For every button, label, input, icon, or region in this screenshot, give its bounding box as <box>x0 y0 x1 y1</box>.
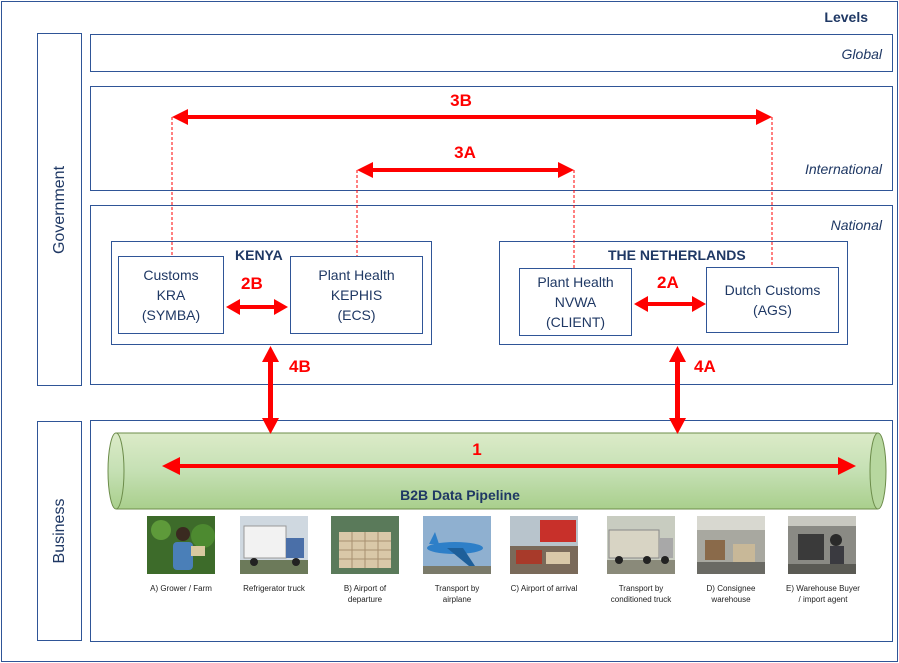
international-level-label: International <box>804 161 882 177</box>
pipeline-cylinder <box>107 432 887 510</box>
label-1: 1 <box>472 440 482 459</box>
label-4a: 4A <box>694 357 716 376</box>
arrow-2b <box>226 299 288 315</box>
label-2a: 2A <box>657 273 679 292</box>
levels-title: Levels <box>824 9 868 25</box>
kenya-plant-health-box: Plant Health KEPHIS (ECS) <box>290 256 423 334</box>
airport-arrival-photo <box>510 516 578 574</box>
arrow-3a <box>357 162 574 178</box>
arrow-2a <box>634 296 706 312</box>
refrigerator-truck-photo <box>240 516 308 574</box>
global-level-box: Global <box>90 34 893 72</box>
nl-plant-health-line3: (CLIENT) <box>545 314 606 330</box>
nl-plant-health-line1: Plant Health <box>537 274 614 290</box>
caption-grower-farm: A) Grower / Farm <box>150 584 212 593</box>
kenya-title: KENYA <box>235 247 283 263</box>
business-side-box: Business <box>37 421 82 641</box>
caption-airport-departure: B) Airport of departure <box>343 584 387 604</box>
label-3b: 3B <box>450 91 472 110</box>
government-side-box: Government <box>37 33 82 386</box>
caption-refrigerator-truck: Refrigerator truck <box>243 584 305 593</box>
caption-warehouse-buyer: E) Warehouse Buyer / import agent <box>786 584 860 604</box>
label-2b: 2B <box>241 274 263 293</box>
warehouse-buyer-photo <box>788 516 856 574</box>
airport-departure-photo <box>331 516 399 574</box>
airplane-photo <box>423 516 491 574</box>
arrow-4a <box>669 346 686 434</box>
kenya-customs-line1: Customs <box>143 267 199 283</box>
caption-consignee-warehouse: D) Consignee warehouse <box>706 584 756 604</box>
caption-airplane: Transport by airplane <box>434 584 480 604</box>
consignee-warehouse-photo <box>697 516 765 574</box>
kenya-customs-line2: KRA <box>156 287 186 303</box>
international-level-box: International <box>90 86 893 191</box>
kenya-plant-health-line1: Plant Health <box>318 267 395 283</box>
nl-plant-health-box: Plant Health NVWA (CLIENT) <box>519 268 632 336</box>
label-4b: 4B <box>289 357 311 376</box>
caption-conditioned-truck: Transport by conditioned truck <box>610 584 672 604</box>
pipeline-label: B2B Data Pipeline <box>400 487 520 503</box>
national-level-label: National <box>830 217 882 233</box>
kenya-plant-health-line2: KEPHIS <box>330 287 383 303</box>
conditioned-truck-photo <box>607 516 675 574</box>
netherlands-title: THE NETHERLANDS <box>608 247 746 263</box>
nl-customs-line1: Dutch Customs <box>724 282 821 298</box>
nl-plant-health-line2: NVWA <box>554 294 597 310</box>
caption-airport-arrival: C) Airport of arrival <box>510 584 578 593</box>
nl-customs-box: Dutch Customs (AGS) <box>706 267 839 333</box>
arrow-1 <box>162 457 856 475</box>
grower-farm-photo <box>147 516 215 574</box>
kenya-customs-line3: (SYMBA) <box>141 307 201 323</box>
global-level-label: Global <box>841 46 882 62</box>
arrow-3b <box>172 109 772 125</box>
kenya-plant-health-line3: (ECS) <box>337 307 376 323</box>
nl-customs-line2: (AGS) <box>753 302 792 318</box>
label-3a: 3A <box>454 143 476 162</box>
kenya-customs-box: Customs KRA (SYMBA) <box>118 256 224 334</box>
arrow-4b <box>262 346 279 434</box>
